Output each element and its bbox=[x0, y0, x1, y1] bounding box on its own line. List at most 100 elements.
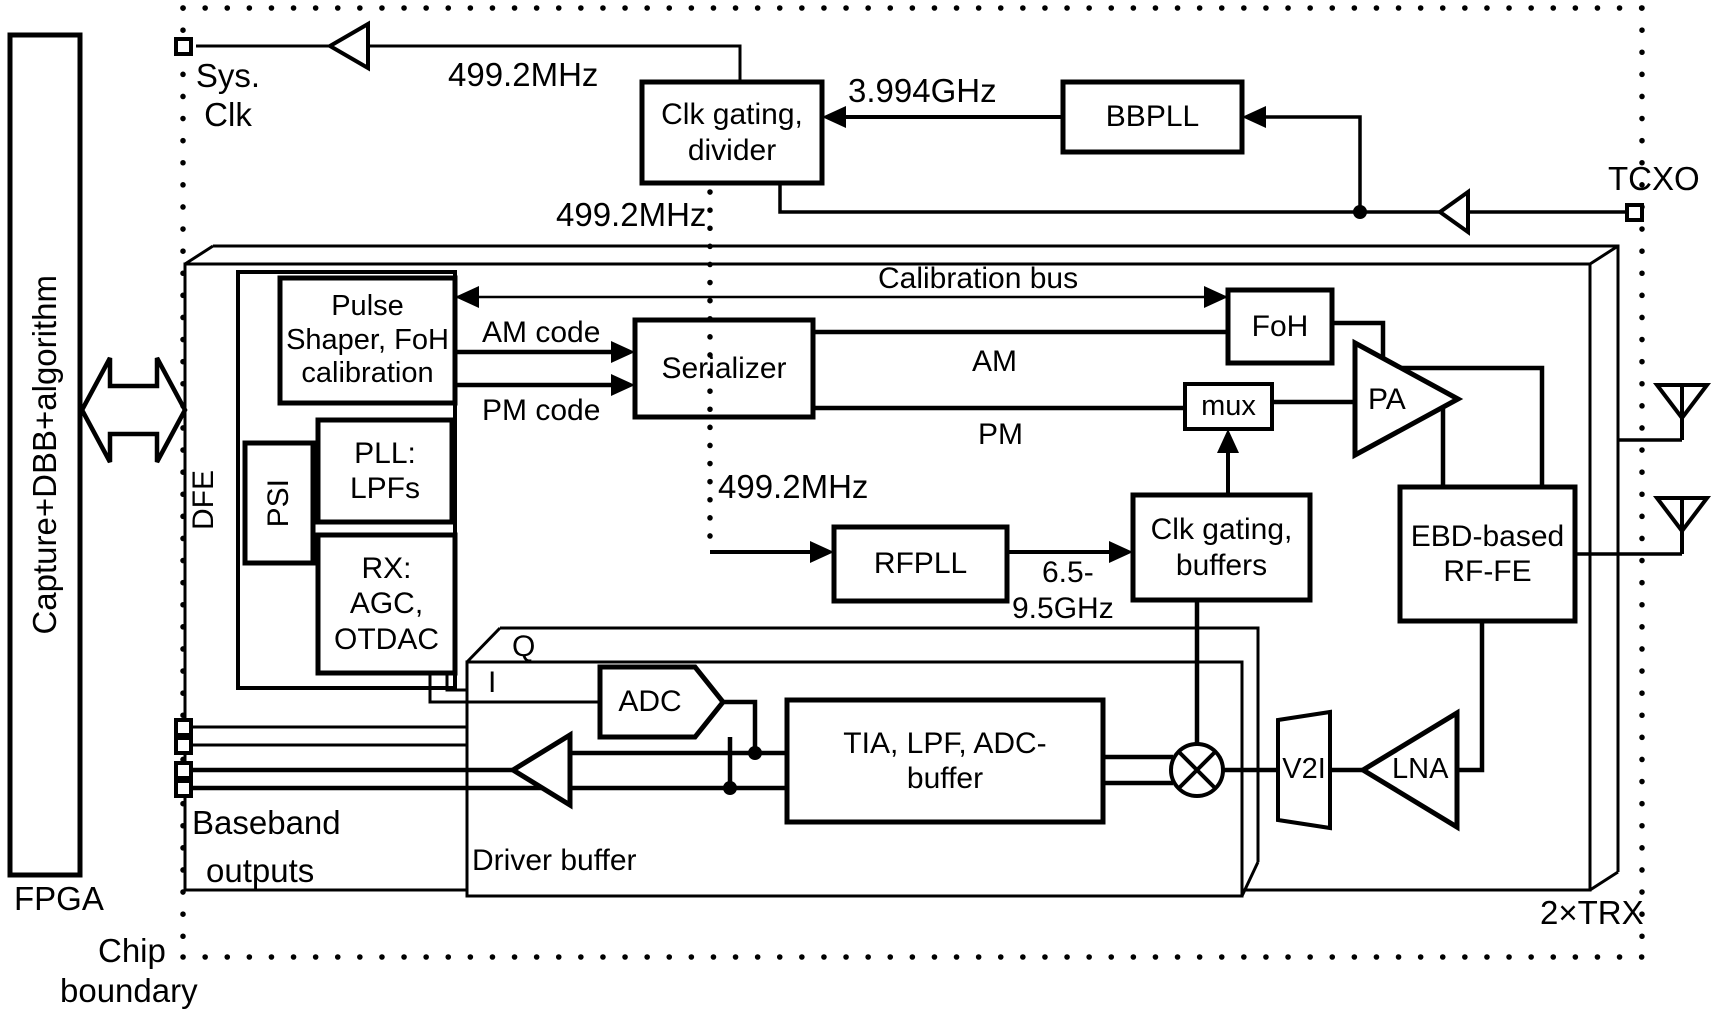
antenna1-icon bbox=[1652, 383, 1712, 440]
tia-box bbox=[784, 697, 1106, 825]
rx-to-iq-wire bbox=[445, 673, 467, 692]
arrow-into-clkbuf bbox=[1109, 541, 1133, 563]
mixer-icon bbox=[1169, 742, 1225, 798]
freq-divider-in-label: 3.994GHz bbox=[848, 72, 997, 109]
psi-label: PSI bbox=[245, 443, 313, 563]
fpga-block-label-text: Capture+DBB+algorithm bbox=[25, 275, 63, 635]
sys-clk-line1: Sys. bbox=[195, 57, 261, 95]
freq-sys-out-label: 499.2MHz bbox=[448, 56, 599, 93]
tcxo-label: TCXO bbox=[1608, 160, 1700, 197]
pll-lpf-label: PLL: LPFs bbox=[318, 420, 452, 522]
v2i-text: V2I bbox=[1282, 753, 1326, 786]
i-slice-label: I bbox=[488, 666, 497, 699]
clk-divider-line2: divider bbox=[687, 133, 777, 167]
junction-dots bbox=[723, 205, 1367, 795]
wire-set bbox=[190, 44, 1682, 791]
freq-chip-in-label: 499.2MHz bbox=[556, 196, 707, 233]
pa-label: PA bbox=[1368, 383, 1406, 416]
tcxo-junction-dot bbox=[1353, 205, 1367, 219]
rfpll-label: RFPLL bbox=[834, 527, 1007, 601]
foh-label: FoH bbox=[1228, 290, 1332, 363]
pulse-shaper-label: Pulse Shaper, FoH calibration bbox=[282, 280, 453, 401]
pa-amplifier-icon bbox=[1352, 338, 1464, 460]
lo-range-line1: 6.5- bbox=[1042, 556, 1094, 589]
pll-lpf-box bbox=[315, 417, 455, 525]
baseband-label-line1: Baseband bbox=[192, 804, 341, 841]
v2i-block-icon bbox=[1276, 709, 1332, 831]
mux-box bbox=[1183, 382, 1274, 431]
sys-clk-arrowhead-icon bbox=[326, 20, 370, 72]
arrow-into-bbpll bbox=[1242, 106, 1266, 128]
arrowheads bbox=[455, 106, 1266, 563]
sys-clk-pad bbox=[174, 37, 193, 56]
serializer-label: Serializer bbox=[635, 320, 813, 417]
fpga-box bbox=[7, 32, 83, 878]
foh-box bbox=[1225, 287, 1335, 366]
ebd-to-lna-wire bbox=[1457, 621, 1485, 773]
arrow-into-divider bbox=[822, 106, 846, 128]
clk-buffers-line2: buffers bbox=[1175, 548, 1268, 582]
fpga-caption: FPGA bbox=[14, 880, 104, 917]
arrow-calbus-right bbox=[1204, 286, 1228, 308]
mux-label: mux bbox=[1185, 384, 1272, 429]
lna-amplifier-icon bbox=[1358, 708, 1460, 832]
mux-text: mux bbox=[1201, 389, 1256, 422]
rx-label: RX: AGC, OTDAC bbox=[318, 535, 455, 673]
tcxo-wire bbox=[778, 183, 1634, 214]
ebd-line2: RF-FE bbox=[1443, 555, 1532, 588]
clk-buffers-line1: Clk gating, bbox=[1150, 513, 1293, 547]
arrow-pm-code bbox=[611, 374, 635, 396]
pa-to-ebd-wire bbox=[1401, 365, 1545, 487]
fpga-chip-double-arrow bbox=[79, 356, 188, 464]
psi-label-text: PSI bbox=[262, 478, 296, 528]
pulse-shaper-line3: calibration bbox=[301, 357, 434, 390]
psi-box bbox=[242, 440, 316, 566]
driver-buffer-icon bbox=[508, 730, 573, 810]
trx-count-label: 2×TRX bbox=[1540, 894, 1644, 931]
rfpll-text: RFPLL bbox=[873, 547, 968, 581]
dfe-label: DFE bbox=[184, 460, 224, 540]
adc-block-icon bbox=[597, 664, 727, 740]
clk-divider-line1: Clk gating, bbox=[661, 98, 803, 132]
arrow-calbus-left bbox=[455, 286, 479, 308]
rx-line1: RX: bbox=[361, 552, 412, 586]
rx-line3: OTDAC bbox=[334, 622, 439, 656]
serializer-box bbox=[632, 317, 816, 420]
tia-label: TIA, LPF, ADC- buffer bbox=[787, 700, 1103, 822]
dfe-label-text: DFE bbox=[187, 470, 221, 530]
rx-line2: AGC, bbox=[349, 587, 424, 621]
am-label: AM bbox=[972, 345, 1017, 378]
am-code-label: AM code bbox=[482, 316, 601, 349]
serializer-text: Serializer bbox=[661, 351, 787, 385]
calibration-bus-label: Calibration bus bbox=[878, 262, 1079, 295]
rx-agc-otdac-box bbox=[315, 532, 458, 676]
v2i-label: V2I bbox=[1278, 752, 1330, 788]
pm-label: PM bbox=[978, 418, 1023, 451]
tia-line1: TIA, LPF, ADC- bbox=[843, 726, 1047, 760]
io-pads bbox=[174, 37, 1644, 798]
adc-text: ADC bbox=[618, 685, 682, 719]
boundary-caption-line2: boundary bbox=[60, 972, 198, 1009]
clk-divider-box bbox=[639, 79, 825, 186]
mixer-to-tia-wires bbox=[1103, 754, 1173, 786]
arrow-into-mux bbox=[1217, 429, 1239, 453]
clk-buffers-label: Clk gating, buffers bbox=[1133, 495, 1310, 600]
lo-range-line2: 9.5GHz bbox=[1012, 592, 1114, 625]
q-slice-label: Q bbox=[512, 630, 536, 663]
arrow-into-rfpll bbox=[810, 541, 834, 563]
driver-buffer-label: Driver buffer bbox=[472, 844, 637, 877]
freq-rfpll-in-label: 499.2MHz bbox=[718, 468, 869, 505]
rfpll-box bbox=[831, 524, 1010, 604]
sys-clk-line2: Clk bbox=[204, 96, 252, 133]
bbpll-text: BBPLL bbox=[1105, 100, 1200, 134]
clk-divider-label: Clk gating, divider bbox=[642, 82, 822, 183]
adc-label: ADC bbox=[600, 667, 700, 737]
tcxo-buffer-icon bbox=[1436, 188, 1470, 236]
clk-buffers-box bbox=[1130, 492, 1313, 603]
sys-clk-label: Sys. Clk bbox=[188, 56, 268, 136]
tia-line2: buffer bbox=[906, 762, 984, 795]
fpga-block-label: Capture+DBB+algorithm bbox=[10, 35, 80, 875]
ebd-rffe-box bbox=[1397, 484, 1578, 624]
